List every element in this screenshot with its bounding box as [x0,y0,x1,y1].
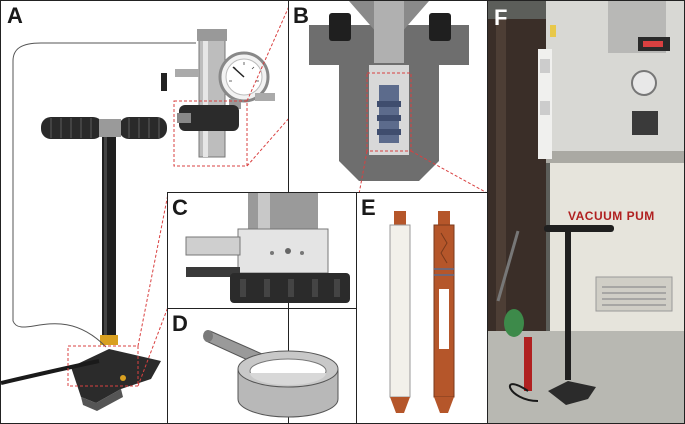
sample-ring [237,228,329,274]
callout-box-reactor [173,100,248,167]
panel-label-d: D [172,311,188,336]
panel-a: A [0,0,289,424]
panel-b: B [288,0,488,193]
vacuum-pump-sign: VACUUM PUM [568,209,655,223]
reactor-clamp [179,105,239,131]
callout-box-base [67,345,139,387]
holder-exterior-tube [389,224,411,398]
panel-label-e: E [361,195,376,220]
reactor-cylinder [198,36,226,158]
pump-handle-left-grip [41,117,103,139]
pump-hose [1,359,100,385]
pump-handle-right-grip [119,117,167,139]
pump-brass-collar [100,335,118,345]
floor [488,331,684,423]
photo-pump-base [548,381,596,405]
panel-label-c: C [172,195,188,220]
sample-holder-section [379,85,399,143]
callout-box-holder [366,72,412,152]
panel-label-a: A [7,3,23,28]
photo-pump-shaft [565,230,571,380]
panel-f: VACUUM PUM F [487,0,685,424]
panel-label-f: F [494,5,508,30]
pump-handle-joint [99,119,121,137]
photo-pump-handle [544,225,614,232]
hand-pump-illustration [1,7,288,411]
sample-ring-3d [203,330,339,418]
panel-d: D [167,308,357,424]
lab-photo [488,1,684,423]
lab-pressure-gauge [631,70,657,96]
panel-e: E [356,192,489,424]
panel-c: C [167,192,357,309]
panel-label-b: B [293,3,309,28]
clamp-ring-section [185,193,350,303]
reactor-cross-section [309,1,487,192]
sample-holder-views [389,211,455,413]
